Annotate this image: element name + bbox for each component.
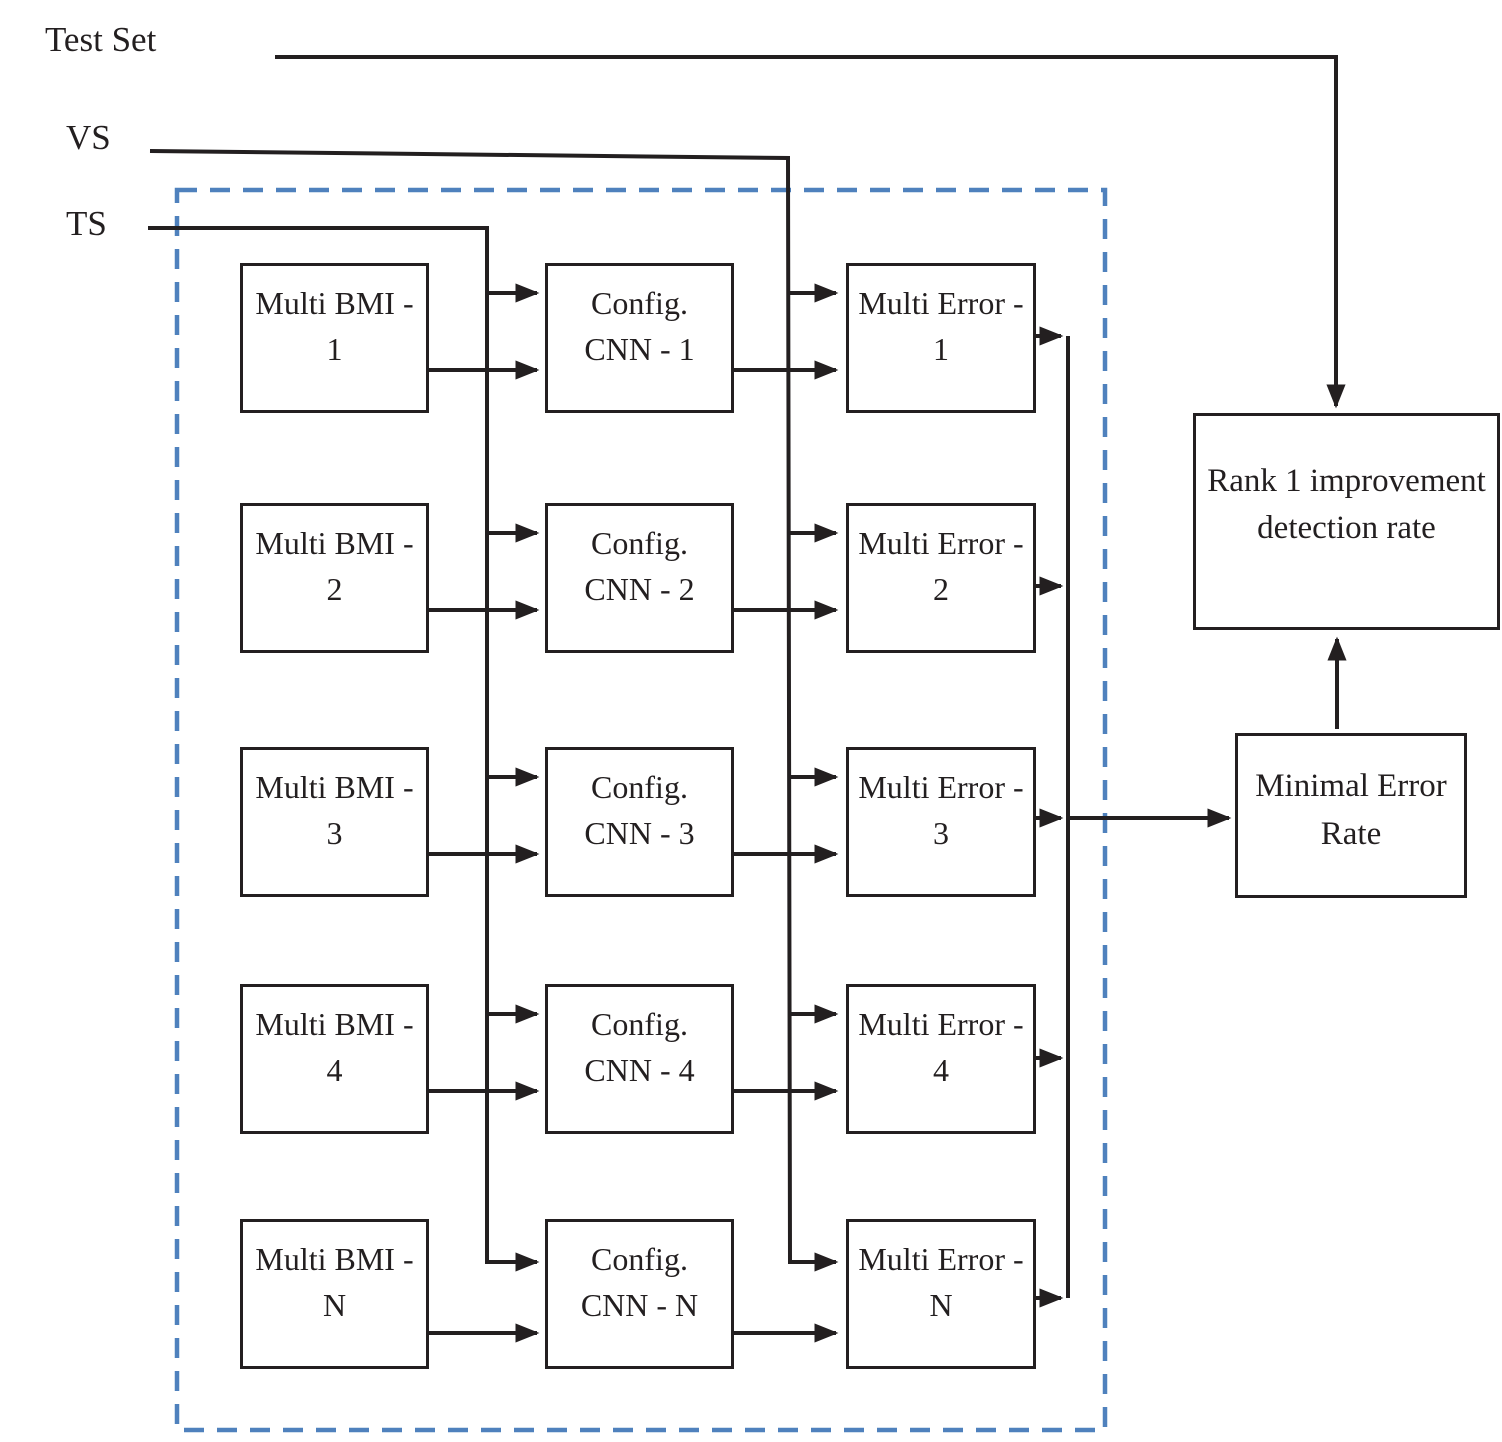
config-cnn-2-label-line2: CNN - 2 [584,571,695,607]
multi-error-1-label-line1: Multi Error - 1 [858,285,1024,367]
config-cnn-2-box: Config. CNN - 2 [545,503,734,653]
multi-bmi-3-label-line2: 3 [326,815,343,851]
config-cnn-4-label-line2: CNN - 4 [584,1052,695,1088]
multi-error-2-label-line1: Multi Error - 2 [858,525,1024,607]
vs-line [149,149,839,1272]
multi-error-n-label-line2: N [929,1287,953,1323]
config-cnn-4-label-line1: Config. [591,1006,688,1042]
config-cnn-3-label-line1: Config. [591,769,688,805]
multi-bmi-2-label-line1: Multi BMI - [255,525,414,561]
config-cnn-4-box: Config. CNN - 4 [545,984,734,1134]
config-cnn-2-label-line1: Config. [591,525,688,561]
multi-bmi-3-label-line1: Multi BMI - [255,769,414,805]
rank1-improvement-box: Rank 1 improvement detection rate [1193,413,1500,630]
config-cnn-1-label-line2: CNN - 1 [584,331,695,367]
multi-bmi-1-label-line1: Multi BMI - [255,285,414,321]
minimal-error-rate-box: Minimal Error Rate [1235,733,1467,898]
config-cnn-n-label-line1: Config. [591,1241,688,1277]
multi-bmi-1-box: Multi BMI - 1 [240,263,429,413]
multi-error-3-label-line1: Multi Error - 3 [858,769,1024,851]
multi-bmi-4-box: Multi BMI - 4 [240,984,429,1134]
multi-error-n-label-line1: Multi Error - [858,1241,1024,1277]
multi-error-1-box: Multi Error - 1 [846,263,1036,413]
config-cnn-n-label-line2: CNN - N [580,1287,699,1323]
multi-bmi-3-box: Multi BMI - 3 [240,747,429,897]
minimal-error-label-line1: Minimal Error [1255,768,1447,804]
label-vs: VS [66,118,111,157]
config-cnn-3-box: Config. CNN - 3 [545,747,734,897]
multi-bmi-1-label-line2: 1 [326,331,343,367]
multi-bmi-4-label-line1: Multi BMI - [255,1006,414,1042]
ts-line [148,226,540,1272]
test-set-line [275,55,1346,409]
multi-error-4-box: Multi Error - 4 [846,984,1036,1134]
config-cnn-1-box: Config. CNN - 1 [545,263,734,413]
config-cnn-n-box: Config. CNN - N [545,1219,734,1369]
multi-bmi-n-box: Multi BMI - N [240,1219,429,1369]
rank1-label-line2: detection rate [1257,510,1436,546]
config-cnn-1-label-line1: Config. [591,285,688,321]
multi-error-4-label-line1: Multi Error - 4 [858,1006,1024,1088]
multi-error-2-box: Multi Error - 2 [846,503,1036,653]
ensemble-container-border [174,187,1108,1433]
multi-bmi-n-label-line1: Multi BMI - [255,1241,414,1277]
label-test-set: Test Set [45,20,157,59]
label-ts: TS [66,204,107,243]
multi-error-3-box: Multi Error - 3 [846,747,1036,897]
config-cnn-3-label-line2: CNN - 3 [584,815,695,851]
multi-bmi-2-label-line2: 2 [326,571,343,607]
rank1-label-line1: Rank 1 improvement [1207,463,1486,499]
minimal-error-label-line2: Rate [1320,816,1382,852]
multi-bmi-2-box: Multi BMI - 2 [240,503,429,653]
multi-error-n-box: Multi Error - N [846,1219,1036,1369]
multi-bmi-4-label-line2: 4 [326,1052,343,1088]
multi-bmi-n-label-line2: N [322,1287,347,1323]
